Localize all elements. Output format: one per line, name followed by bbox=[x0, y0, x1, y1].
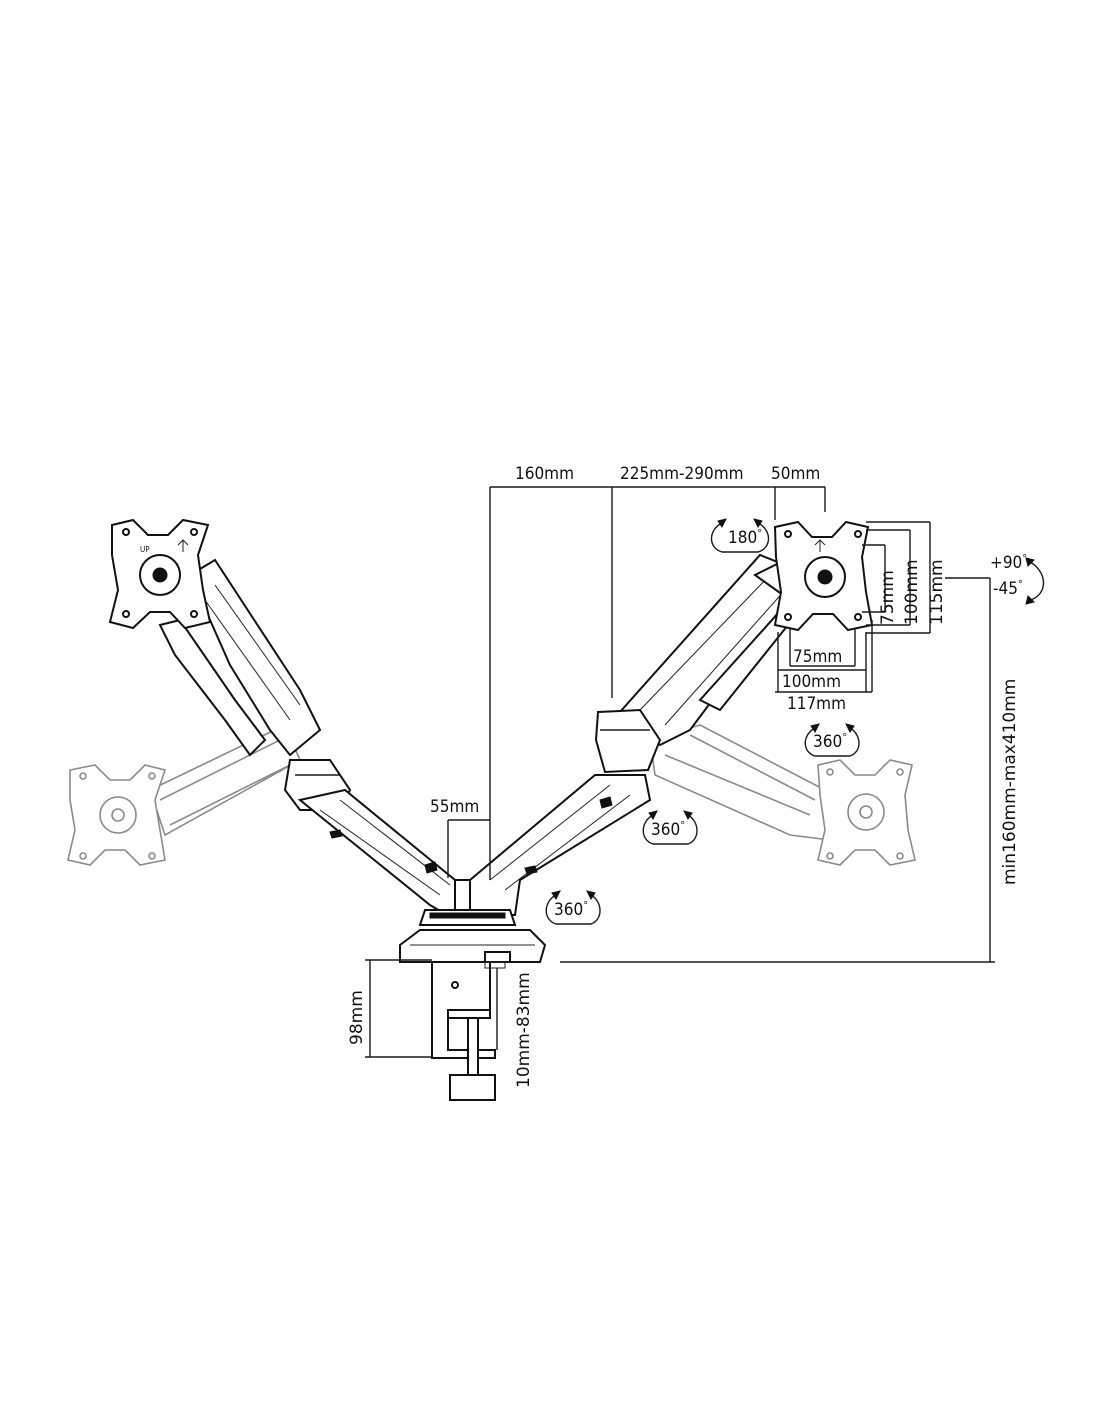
label-desk-thickness: 10mm-83mm bbox=[514, 972, 534, 1088]
right-arm-alt-position bbox=[649, 724, 916, 866]
vesa-plate-right bbox=[773, 520, 874, 632]
label-100mm-vertical: 100mm bbox=[902, 559, 922, 625]
rotation-labels: 180° 360° 360° 360° +90° -45° bbox=[554, 527, 1027, 920]
elbow-360-arrow bbox=[642, 810, 698, 845]
desk-clamp bbox=[431, 961, 506, 1101]
left-arm-alt-position bbox=[67, 723, 302, 866]
label-117mm: 117mm bbox=[787, 694, 846, 714]
label-100mm-horizontal: 100mm bbox=[782, 672, 841, 692]
label-plate-360: 360° bbox=[813, 731, 847, 752]
label-tilt-up: +90° bbox=[990, 552, 1027, 573]
swivel-180-arrow bbox=[710, 518, 770, 553]
rotation-arrows bbox=[545, 518, 1045, 925]
label-225-290mm: 225mm-290mm bbox=[620, 464, 744, 484]
label-height-range: min160mm-max410mm bbox=[1000, 679, 1020, 885]
plate-360-arrow bbox=[804, 723, 860, 757]
label-115mm: 115mm bbox=[927, 559, 947, 625]
label-160mm: 160mm bbox=[515, 464, 574, 484]
label-elbow-360: 360° bbox=[651, 819, 685, 840]
dimension-labels: 160mm 225mm-290mm 50mm 55mm 75mm 100mm 1… bbox=[347, 464, 1020, 1088]
desk-base bbox=[399, 929, 547, 963]
label-base-360: 360° bbox=[554, 899, 588, 920]
label-98mm: 98mm bbox=[347, 990, 367, 1045]
label-swivel-180: 180° bbox=[728, 527, 762, 548]
tilt-arrow bbox=[1025, 557, 1045, 605]
vesa-plate-left: UP bbox=[108, 518, 212, 630]
label-tilt-down: -45° bbox=[993, 578, 1023, 599]
svg-text:UP: UP bbox=[140, 545, 150, 554]
center-pole bbox=[418, 879, 517, 926]
label-50mm: 50mm bbox=[771, 464, 820, 484]
base-360-arrow bbox=[545, 890, 601, 925]
vesa-plate-right-ghost bbox=[817, 759, 916, 866]
label-75mm-horizontal: 75mm bbox=[793, 647, 842, 667]
label-55mm: 55mm bbox=[430, 797, 479, 817]
right-monitor-arm bbox=[469, 520, 874, 916]
dimension-lines bbox=[365, 486, 995, 1058]
label-75mm-vertical: 75mm bbox=[878, 570, 898, 625]
vesa-plate-left-ghost bbox=[67, 764, 167, 866]
